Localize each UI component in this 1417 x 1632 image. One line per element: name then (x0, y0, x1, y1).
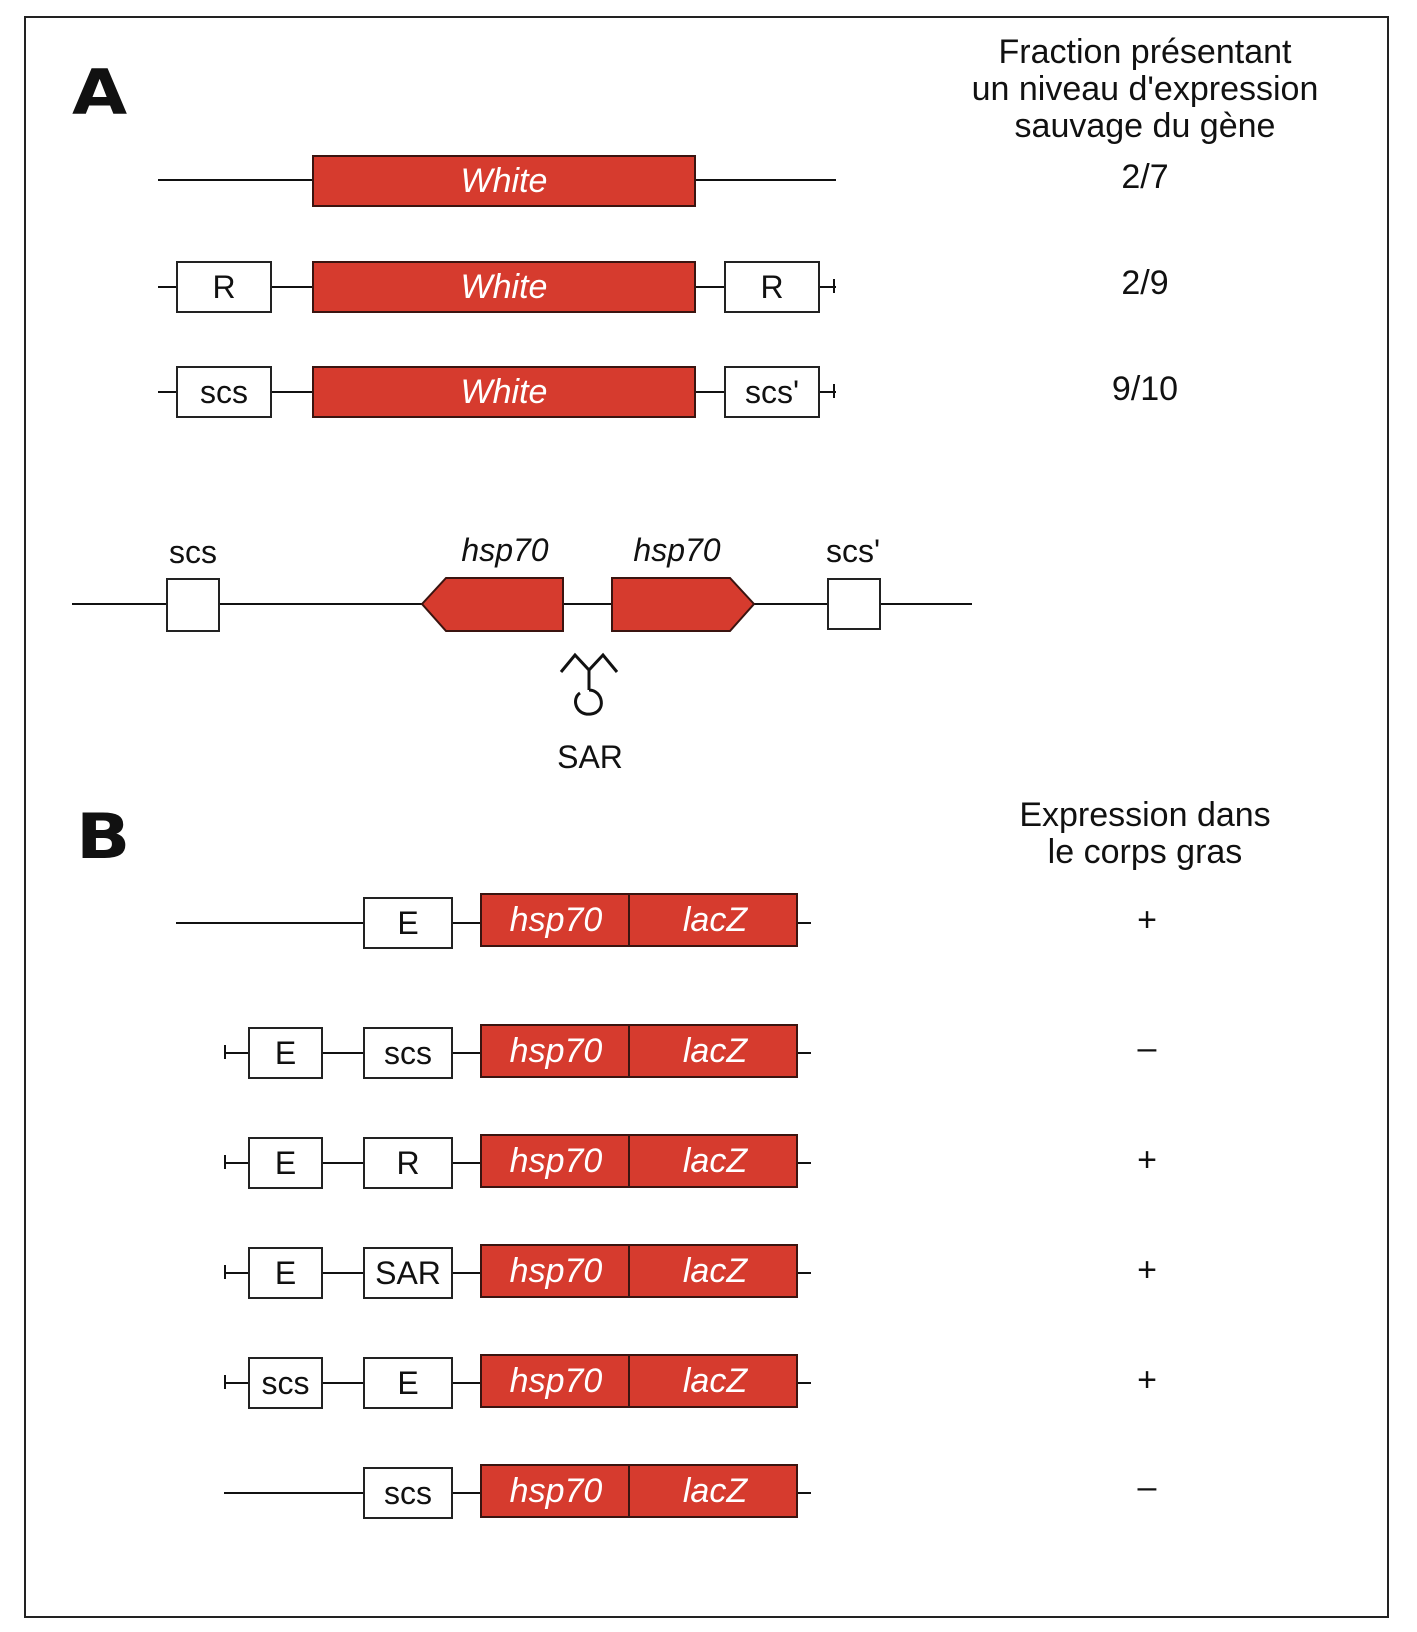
figure-frame (24, 16, 1389, 1618)
panel-a-header-line-2: un niveau d'expression (971, 70, 1319, 108)
line-start-tick (224, 1155, 226, 1169)
expression-value: – (1137, 1468, 1157, 1506)
expression-value: + (1137, 1361, 1157, 1399)
hsp70-label: hsp70 (509, 1471, 603, 1510)
fraction-value: 9/10 (1111, 370, 1179, 408)
element-box-2: E (363, 1357, 453, 1409)
lacz-label: lacZ (682, 1251, 748, 1290)
element-box-2: scs (363, 1467, 453, 1519)
line-start-tick (224, 1265, 226, 1279)
hsp70-lacz-fusion: hsp70 lacZ (480, 1354, 798, 1408)
insulator-right-box: R (724, 261, 820, 313)
scs-prime-box (827, 578, 881, 630)
panel-b-header: Expression dans le corps gras (935, 797, 1355, 871)
element-box-2: SAR (363, 1247, 453, 1299)
hsp70-label: hsp70 (509, 1251, 603, 1290)
fusion-divider (628, 1246, 630, 1296)
sar-label: SAR (557, 739, 623, 775)
fusion-divider (628, 1136, 630, 1186)
panel-b-header-line-2: le corps gras (1047, 833, 1243, 871)
hsp70-lacz-fusion: hsp70 lacZ (480, 1134, 798, 1188)
scs-box (166, 578, 220, 632)
insulator-left-box: scs (176, 366, 272, 418)
fusion-divider (628, 1356, 630, 1406)
fusion-divider (628, 1466, 630, 1516)
white-gene: White (312, 366, 696, 418)
element-box-1: E (248, 1137, 323, 1189)
line-end-tick (833, 384, 835, 398)
element-box-1: E (248, 1027, 323, 1079)
lacz-label: lacZ (682, 1141, 748, 1180)
lacz-label: lacZ (682, 1361, 748, 1400)
hsp70-lacz-fusion: hsp70 lacZ (480, 1464, 798, 1518)
line-start-tick (224, 1375, 226, 1389)
hsp70-lacz-fusion: hsp70 lacZ (480, 893, 798, 947)
hsp70-lacz-fusion: hsp70 lacZ (480, 1244, 798, 1298)
white-gene: White (312, 261, 696, 313)
scs-prime-label: scs' (825, 533, 881, 569)
hsp70-lacz-fusion: hsp70 lacZ (480, 1024, 798, 1078)
panel-b-letter: B (76, 800, 130, 873)
line-start-tick (224, 1045, 226, 1059)
hsp70-label: hsp70 (509, 900, 603, 939)
expression-value: – (1137, 1029, 1157, 1067)
hsp70-label-left: hsp70 (461, 532, 549, 568)
expression-value: + (1137, 1141, 1157, 1179)
hsp70-label-right: hsp70 (633, 532, 721, 568)
expression-value: + (1137, 901, 1157, 939)
expression-value: + (1137, 1251, 1157, 1289)
fraction-value: 2/9 (1121, 264, 1169, 302)
line-end-tick (833, 279, 835, 293)
white-gene: White (312, 155, 696, 207)
fusion-divider (628, 895, 630, 945)
panel-a-header-line-1: Fraction présentant (998, 33, 1292, 71)
fusion-divider (628, 1026, 630, 1076)
element-box-1: E (248, 1247, 323, 1299)
hsp70-arrow-left (420, 577, 564, 632)
element-box-2: R (363, 1137, 453, 1189)
panel-a-header-line-3: sauvage du gène (1014, 107, 1276, 145)
scs-label: scs (169, 534, 217, 570)
element-box-1: scs (248, 1357, 323, 1409)
insulator-right-box: scs' (724, 366, 820, 418)
lacz-label: lacZ (682, 900, 748, 939)
element-box-2: E (363, 897, 453, 949)
panel-a-letter: A (72, 56, 127, 129)
hsp70-label: hsp70 (509, 1031, 603, 1070)
lacz-label: lacZ (682, 1471, 748, 1510)
panel-a-header: Fraction présentant un niveau d'expressi… (935, 34, 1355, 145)
hsp70-label: hsp70 (509, 1361, 603, 1400)
hsp70-label: hsp70 (509, 1141, 603, 1180)
fraction-value: 2/7 (1121, 158, 1169, 196)
panel-b-header-line-1: Expression dans (1019, 796, 1271, 834)
insulator-left-box: R (176, 261, 272, 313)
lacz-label: lacZ (682, 1031, 748, 1070)
hsp70-arrow-right (611, 577, 756, 632)
element-box-2: scs (363, 1027, 453, 1079)
